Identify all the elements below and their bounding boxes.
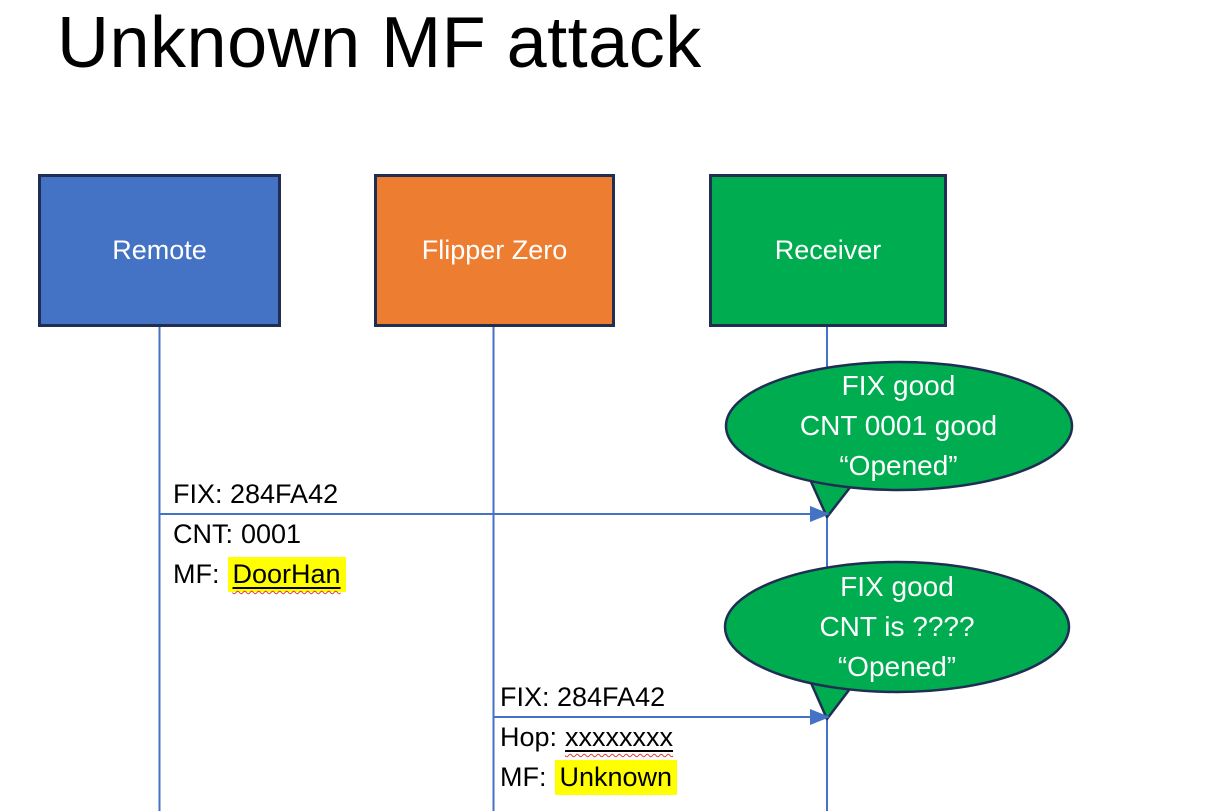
message-2-mf-line: MF:Unknown — [500, 757, 678, 797]
actor-label-receiver: Receiver — [774, 235, 882, 265]
message-arrow-2-head — [810, 709, 830, 725]
message-1-mf-label: MF: — [173, 559, 220, 589]
message-1-fix-line: FIX: 284FA42 — [173, 479, 339, 509]
actor-label-remote: Remote — [112, 235, 207, 265]
message-2-hop-value: xxxxxxxx — [565, 722, 674, 752]
message-1-cnt-label: CNT: — [173, 519, 233, 549]
message-1-cnt-line: CNT: 0001 — [173, 514, 346, 554]
actor-label-flipper-zero: Flipper Zero — [421, 235, 568, 265]
page-title: Unknown MF attack — [57, 3, 702, 83]
message-label-1: FIX: 284FA42 CNT: 0001 MF: DoorHan — [173, 474, 346, 594]
message-label-2: FIX: 284FA42 Hop:xxxxxxxx MF:Unknown — [500, 677, 678, 797]
callout-1-text: FIX good CNT 0001 good “Opened” — [727, 366, 1070, 486]
callout-1-line-1: FIX good — [841, 370, 956, 401]
callout-2-text: FIX good CNT is ???? “Opened” — [726, 567, 1068, 687]
message-1-mf-value: DoorHan — [232, 559, 341, 589]
callout-2-line-3: “Opened” — [837, 651, 957, 682]
callout-1-line-3: “Opened” — [839, 450, 958, 481]
message-1-mf-line: MF: DoorHan — [173, 554, 346, 594]
message-1-cnt-value: 0001 — [241, 519, 302, 549]
message-2-hop-label: Hop: — [500, 722, 558, 752]
message-1-mf-highlight: DoorHan — [227, 557, 346, 592]
callout-1-bubble — [724, 360, 1074, 492]
callout-1-line-2: CNT 0001 good — [799, 410, 998, 441]
actor-box-remote: Remote — [38, 174, 281, 327]
message-2-mf-value: Unknown — [554, 760, 678, 795]
message-arrow-1-head — [810, 506, 830, 522]
actor-box-flipper-zero: Flipper Zero — [374, 174, 615, 327]
callout-2-bubble — [723, 560, 1071, 694]
message-2-fix-line: FIX: 284FA42 — [500, 682, 666, 712]
message-2-mf-label: MF: — [500, 762, 547, 792]
callout-2-line-2: CNT is ???? — [819, 611, 975, 642]
actor-box-receiver: Receiver — [709, 174, 947, 327]
callout-2-line-1: FIX good — [840, 571, 954, 602]
message-2-hop-line: Hop:xxxxxxxx — [500, 717, 677, 757]
